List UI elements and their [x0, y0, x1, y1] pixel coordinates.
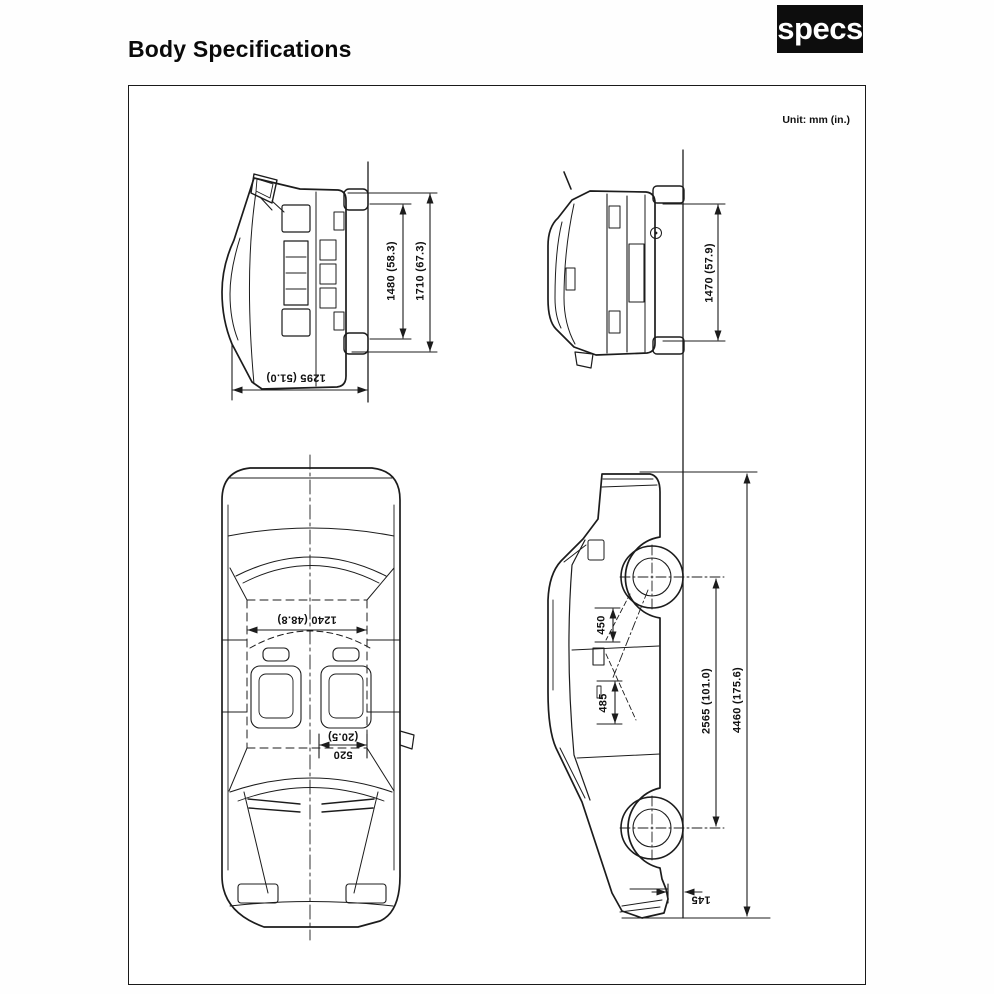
specs-logo-text: specs	[777, 10, 863, 46]
dim-rear-width: 1470 (57.9)	[703, 243, 716, 303]
dim-overall-length: 4460 (175.6)	[731, 667, 744, 733]
front-door-mirror-icon	[250, 173, 285, 213]
dim-wheelbase: 2565 (101.0)	[700, 668, 713, 734]
dim-top-seat-mm: 520	[333, 748, 353, 761]
dim-side-upper: 450	[595, 615, 608, 635]
dim-top-interior-width: 1240 (48.8)	[277, 613, 337, 626]
side-view-drawing	[547, 149, 771, 919]
front-view-drawing	[221, 161, 438, 403]
side-door-mirror-icon	[592, 647, 605, 666]
specs-logo-badge: specs	[777, 5, 863, 53]
rear-view-drawing	[547, 171, 726, 369]
dim-top-seat-inches: (20.5)	[327, 730, 359, 743]
dim-front-height: 1295 (51.0)	[266, 371, 326, 384]
plan-door-mirror-icon	[399, 730, 415, 750]
page-title: Body Specifications	[128, 36, 352, 62]
top-view-drawing	[221, 454, 415, 941]
dim-ground-clearance: 145	[691, 893, 711, 906]
antenna-icon	[563, 171, 572, 190]
dim-front-inner-width: 1480 (58.3)	[385, 241, 398, 301]
dim-side-lower: 485	[597, 693, 610, 713]
unit-note: Unit: mm (in.)	[782, 114, 850, 126]
dim-front-overall-width: 1710 (67.3)	[414, 241, 427, 301]
front-seats-icon	[250, 647, 372, 729]
tailpipe-icon	[574, 351, 594, 369]
